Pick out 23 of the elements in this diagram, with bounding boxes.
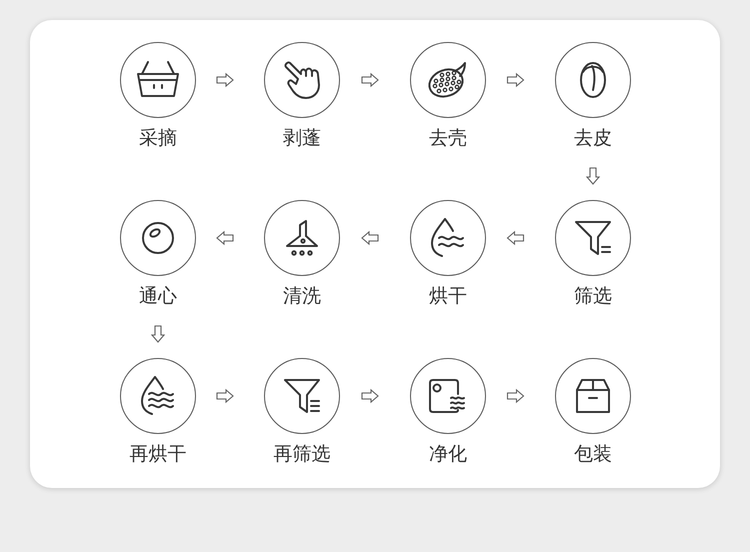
arrow: [150, 325, 166, 343]
step-label: 采摘: [139, 129, 177, 148]
step-label: 去壳: [429, 129, 467, 148]
step-label: 筛选: [574, 287, 612, 306]
step-label: 烘干: [429, 287, 467, 306]
arrow: [361, 230, 379, 246]
arrow: [216, 72, 234, 88]
step-label: 再筛选: [274, 445, 330, 464]
step-label: 再烘干: [130, 445, 186, 464]
step-label: 清洗: [283, 287, 321, 306]
arrow: [586, 167, 600, 185]
step-label: 净化: [429, 445, 467, 464]
arrow: [216, 388, 234, 404]
step-label: 通心: [139, 287, 177, 306]
step-label: 去皮: [574, 129, 612, 148]
arrow: [506, 72, 524, 88]
arrow: [361, 388, 379, 404]
step-label: 包装: [574, 445, 612, 464]
arrow: [506, 388, 524, 404]
arrow: [216, 230, 234, 246]
arrow: [506, 230, 524, 246]
step-label: 剥蓬: [283, 129, 321, 148]
arrow: [361, 72, 379, 88]
